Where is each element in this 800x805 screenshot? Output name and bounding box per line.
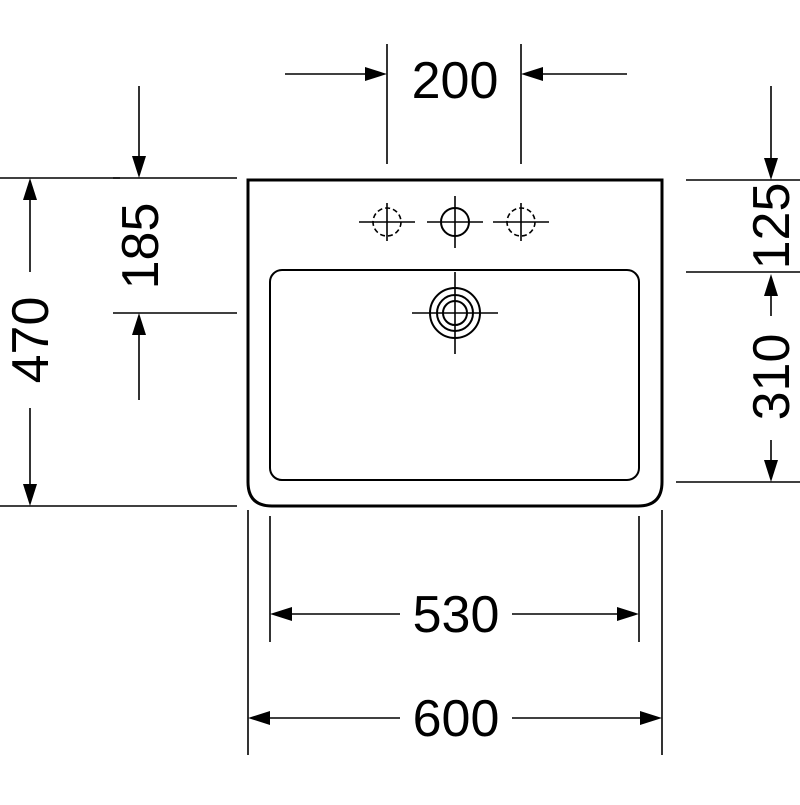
dim-bowl-depth: 310 <box>676 274 800 483</box>
dim-rim-to-bowl: 125 <box>686 86 800 273</box>
dim-label-310: 310 <box>743 334 800 421</box>
dim-overall-depth: 470 <box>0 177 237 507</box>
dim-label-530: 530 <box>413 586 500 644</box>
basin-outline <box>246 178 664 508</box>
tap-hole-left-dashed <box>359 203 415 241</box>
dim-label-185: 185 <box>112 203 170 290</box>
dim-tap-spacing: 200 <box>285 44 627 164</box>
dim-label-600: 600 <box>413 690 500 748</box>
dim-label-125: 125 <box>743 183 800 270</box>
dim-label-470: 470 <box>2 297 60 384</box>
drain-symbol <box>412 272 498 354</box>
tap-hole-center <box>427 196 483 248</box>
dim-tap-hole-depth: 185 <box>112 86 237 400</box>
dim-label-200: 200 <box>412 52 499 110</box>
dim-bowl-width: 530 <box>269 516 640 644</box>
tap-hole-right-dashed <box>493 203 549 241</box>
bowl-outline <box>269 269 640 481</box>
dim-overall-width: 600 <box>247 510 663 755</box>
